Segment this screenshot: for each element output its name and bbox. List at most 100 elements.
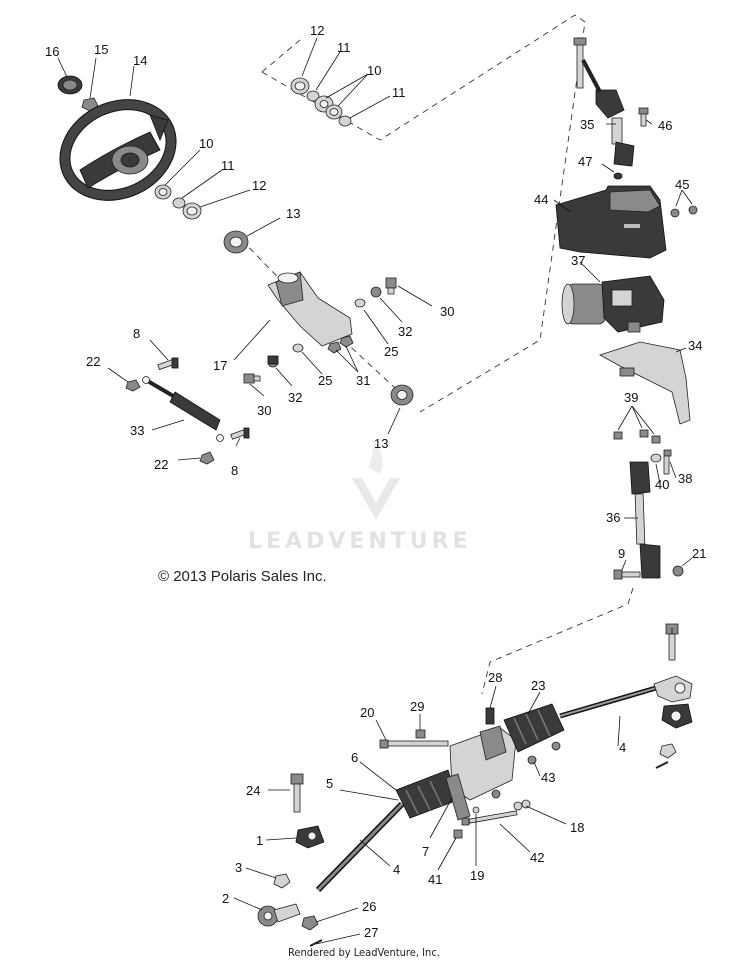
- bolt-24: [290, 773, 304, 813]
- callout-11-b: 11: [337, 40, 351, 55]
- bolt-30-right: [385, 277, 397, 295]
- nut-43-b: [551, 741, 561, 751]
- washer-25-right: [354, 298, 366, 308]
- steering-wheel-14: [59, 99, 177, 201]
- callout-30-a: 30: [257, 403, 271, 418]
- ring-11-c: [338, 115, 352, 127]
- cap-16: [57, 75, 83, 95]
- clamp-7: [445, 773, 471, 821]
- watermark-logo: [352, 438, 400, 520]
- callout-47: 47: [578, 154, 592, 169]
- nut-47: [613, 172, 623, 180]
- column-bracket-17: [267, 271, 353, 347]
- callout-17: 17: [213, 358, 227, 373]
- nut-22-upper: [125, 379, 141, 392]
- callout-20: 20: [360, 705, 374, 720]
- pin-right: [655, 761, 669, 769]
- callout-labels: 16 15 14 10 11 12 13 12 11 10 11 8 22 33…: [45, 23, 706, 940]
- callout-11-c: 11: [392, 85, 406, 100]
- callout-2: 2: [222, 891, 229, 906]
- callout-23: 23: [531, 678, 545, 693]
- spacer-32-right: [370, 286, 382, 298]
- bolt-8-lower: [230, 427, 250, 440]
- callout-28: 28: [488, 670, 502, 685]
- washer-18-a: [513, 801, 523, 811]
- callout-25-b: 25: [384, 344, 398, 359]
- steering-rack-assembly: [315, 685, 657, 893]
- bolts-39: [613, 429, 661, 444]
- callout-18: 18: [570, 820, 584, 835]
- gas-strut-33: [142, 376, 224, 442]
- callout-22-a: 22: [86, 354, 100, 369]
- callout-15: 15: [94, 42, 108, 57]
- callout-13-a: 13: [286, 206, 300, 221]
- bolt-42: [461, 810, 518, 826]
- dashed-frame-upper: [261, 14, 586, 413]
- callout-19: 19: [470, 868, 484, 883]
- tie-rod-end-2: [257, 903, 301, 927]
- bushing-1: [295, 825, 325, 849]
- pin-27: [309, 939, 323, 947]
- callout-43: 43: [541, 770, 555, 785]
- screws-45: [670, 205, 698, 218]
- nut-26: [301, 915, 319, 931]
- nut-22-lower: [199, 451, 215, 465]
- callout-45: 45: [675, 177, 689, 192]
- washer-19: [472, 806, 480, 814]
- bolt-46: [638, 107, 649, 127]
- nut-21: [672, 565, 684, 577]
- callout-10-b: 10: [367, 63, 381, 78]
- callout-10-a: 10: [199, 136, 213, 151]
- callout-4-right: 4: [619, 740, 626, 755]
- callout-14: 14: [133, 53, 147, 68]
- callout-5: 5: [326, 776, 333, 791]
- nut-31-a: [327, 341, 342, 354]
- copyright-text: © 2013 Polaris Sales Inc.: [158, 568, 327, 585]
- callout-32-a: 32: [288, 390, 302, 405]
- callout-9: 9: [618, 546, 625, 561]
- bolt-38: [663, 449, 672, 475]
- nut-right: [659, 743, 677, 759]
- bolt-30-left: [243, 373, 261, 384]
- callout-42: 42: [530, 850, 544, 865]
- rendered-by-footer: Rendered by LeadVenture, Inc.: [288, 946, 440, 959]
- callout-12-b: 12: [310, 23, 324, 38]
- nut-31-b: [339, 335, 354, 348]
- upper-shaft-35: [573, 37, 635, 167]
- power-steering-unit-37: [561, 275, 665, 333]
- callout-11-a: 11: [221, 158, 235, 173]
- fitting-28: [485, 707, 495, 725]
- tie-rod-end-right: [653, 675, 693, 703]
- callout-46: 46: [658, 118, 672, 133]
- callout-33: 33: [130, 423, 144, 438]
- callout-41: 41: [428, 872, 442, 887]
- ring-11-b: [306, 90, 320, 102]
- callout-39: 39: [624, 390, 638, 405]
- washer-18-b: [521, 799, 531, 809]
- callout-4-left: 4: [393, 862, 400, 877]
- callout-8-b: 8: [231, 463, 238, 478]
- nut-43-a: [527, 755, 537, 765]
- bolt-8-upper: [157, 357, 179, 371]
- callout-30-b: 30: [440, 304, 454, 319]
- callout-35: 35: [580, 117, 594, 132]
- bolt-9: [613, 569, 641, 580]
- watermark-text: LEADVENTURE: [248, 529, 472, 554]
- callout-6: 6: [351, 750, 358, 765]
- callout-16: 16: [45, 44, 59, 59]
- bolt-20: [379, 739, 449, 749]
- callout-3: 3: [235, 860, 242, 875]
- callout-25-a: 25: [318, 373, 332, 388]
- callout-22-b: 22: [154, 457, 168, 472]
- ring-11-a: [172, 197, 186, 209]
- dashed-leader-shaft: [481, 587, 634, 695]
- leader-lines: [57, 37, 693, 945]
- callout-31: 31: [356, 373, 370, 388]
- callout-37: 37: [571, 253, 585, 268]
- bushing-right: [661, 703, 693, 729]
- callout-40: 40: [655, 477, 669, 492]
- bolt-41: [453, 829, 463, 839]
- dashed-leader-wheel: [233, 231, 396, 389]
- column-cover-44: [555, 185, 667, 259]
